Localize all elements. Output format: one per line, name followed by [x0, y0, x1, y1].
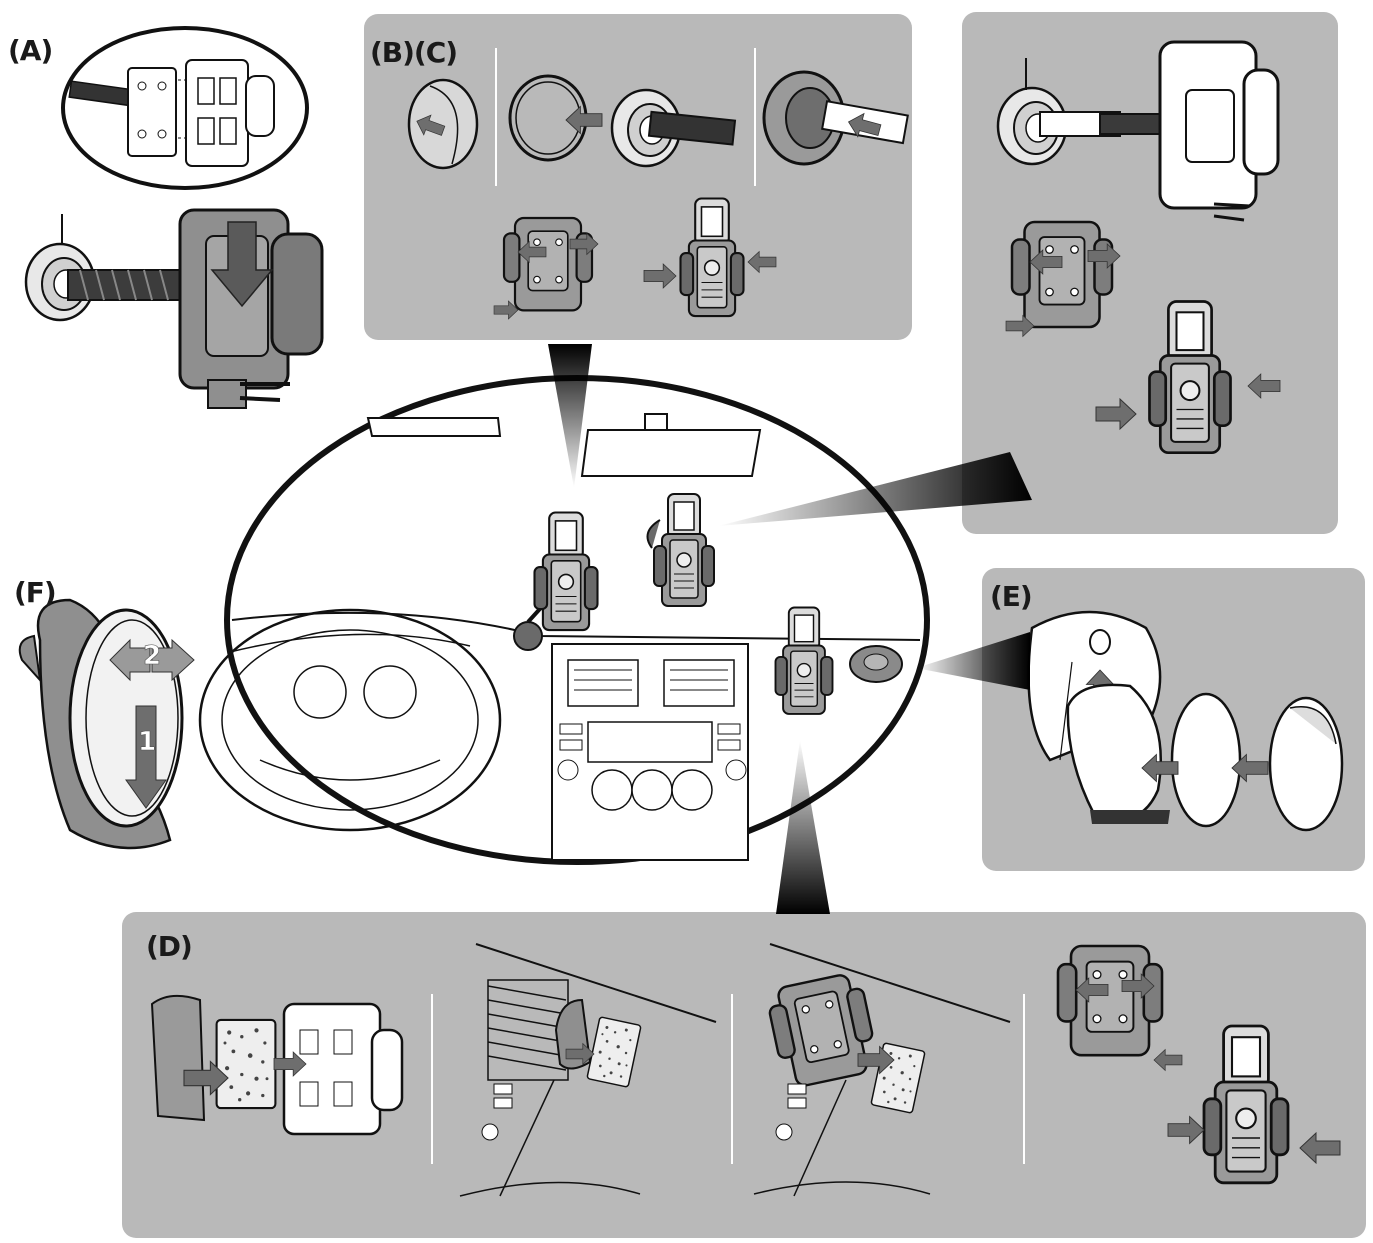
- label-f: (F): [14, 576, 57, 609]
- label-e: (E): [990, 580, 1033, 613]
- car-interior: [198, 375, 930, 865]
- illustration-a: [61, 26, 309, 190]
- illustration-e: [1027, 610, 1344, 832]
- illustration-f: 2 1: [18, 598, 195, 850]
- illustration-right-top: [996, 40, 1281, 455]
- label-d: (D): [146, 930, 193, 963]
- f-step-2: 2: [143, 641, 161, 671]
- label-bc: (B)(C): [370, 36, 458, 69]
- panel-bc: [364, 14, 912, 340]
- f-step-1: 1: [138, 727, 156, 757]
- label-a: (A): [8, 34, 53, 67]
- illustration-d: [150, 943, 1341, 1197]
- mount-a: [24, 208, 324, 409]
- callout-beams: [548, 344, 1032, 914]
- illustration-bc: [407, 48, 909, 320]
